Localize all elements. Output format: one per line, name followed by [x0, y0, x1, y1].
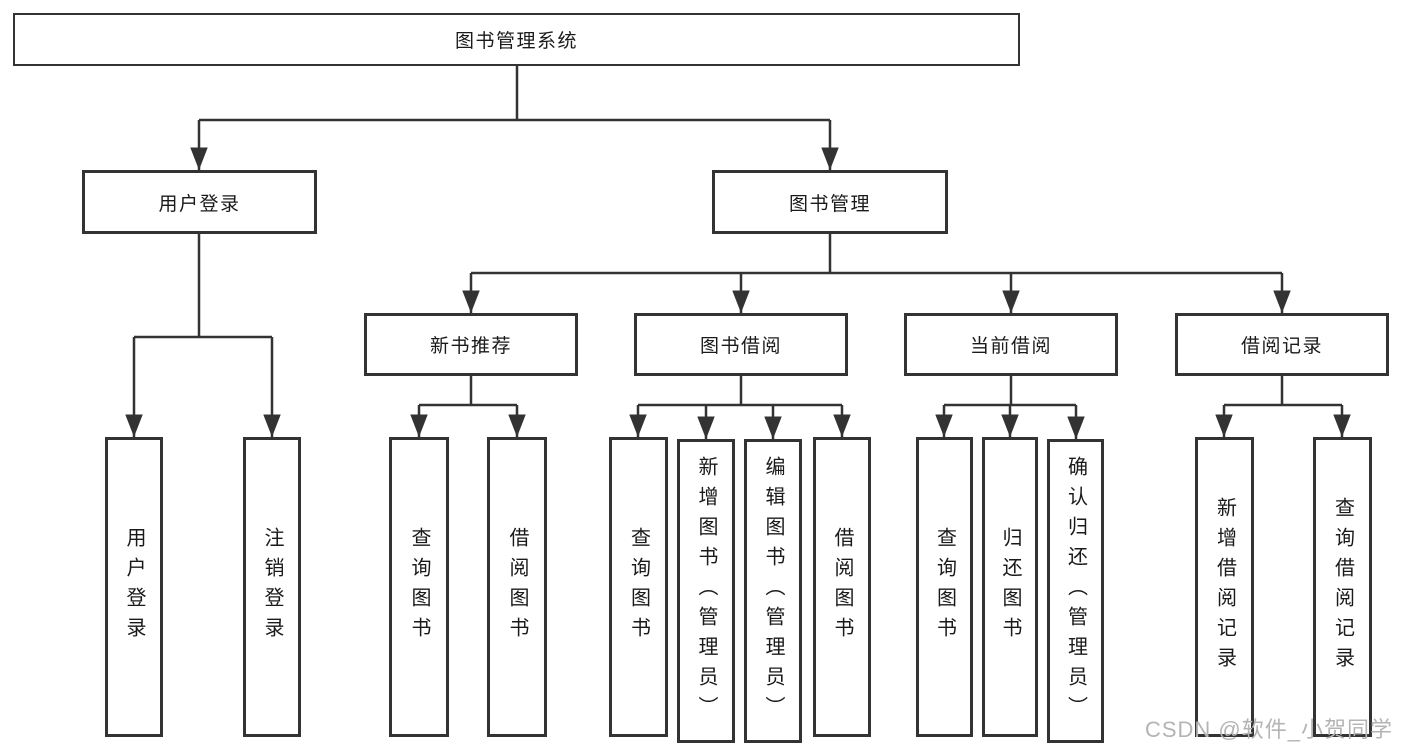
- leaf-user-login-label: 用户登录: [123, 527, 145, 647]
- leaf-bb-edit-book-admin-label: 编辑图书（管理员）: [762, 456, 784, 726]
- leaf-br-query-record-label: 查询借阅记录: [1331, 497, 1354, 677]
- edge-root-split: [199, 66, 830, 122]
- leaf-bb-query-books-label: 查询图书: [627, 527, 650, 647]
- leaf-cb-query-books: 查询图书: [916, 437, 973, 737]
- leaf-br-add-record: 新增借阅记录: [1195, 437, 1254, 737]
- leaf-bb-edit-book-admin: 编辑图书（管理员）: [744, 439, 802, 743]
- leaf-nb-borrow-books-label: 借阅图书: [506, 527, 528, 647]
- leaf-bb-borrow-books: 借阅图书: [813, 437, 871, 737]
- node-new-book-recommend-label: 新书推荐: [429, 336, 512, 357]
- leaf-user-login: 用户登录: [105, 437, 163, 737]
- edge-book-management-split: [471, 234, 1282, 275]
- leaf-bb-add-book-admin-label: 新增图书（管理员）: [695, 456, 717, 726]
- node-root-label: 图书管理系统: [454, 31, 578, 52]
- node-current-borrowing-label: 当前借阅: [969, 336, 1052, 357]
- leaf-nb-query-books: 查询图书: [389, 437, 449, 737]
- leaf-nb-query-books-label: 查询图书: [408, 527, 430, 647]
- edge-borrow-records-split: [1224, 376, 1342, 407]
- leaf-logout: 注销登录: [243, 437, 301, 737]
- node-book-management-label: 图书管理: [788, 193, 871, 215]
- leaf-logout-label: 注销登录: [261, 527, 283, 647]
- edge-user-login-split: [134, 234, 272, 339]
- node-book-management: 图书管理: [712, 170, 948, 234]
- edge-current-borrow-split: [944, 376, 1076, 407]
- node-user-login: 用户登录: [82, 170, 317, 234]
- node-book-borrowing: 图书借阅: [634, 313, 848, 376]
- leaf-bb-add-book-admin: 新增图书（管理员）: [677, 439, 735, 743]
- leaf-bb-borrow-books-label: 借阅图书: [831, 527, 853, 647]
- leaf-bb-query-books: 查询图书: [609, 437, 668, 737]
- leaf-nb-borrow-books: 借阅图书: [487, 437, 547, 737]
- edge-new-book-split: [419, 376, 517, 407]
- edge-book-borrow-split: [638, 376, 842, 407]
- node-borrowing-records: 借阅记录: [1175, 313, 1389, 376]
- leaf-br-query-record: 查询借阅记录: [1313, 437, 1372, 737]
- leaf-cb-query-books-label: 查询图书: [933, 527, 956, 647]
- node-user-login-label: 用户登录: [158, 193, 241, 215]
- node-current-borrowing: 当前借阅: [904, 313, 1118, 376]
- leaf-br-add-record-label: 新增借阅记录: [1213, 497, 1236, 677]
- leaf-cb-return-books-label: 归还图书: [999, 527, 1021, 647]
- node-root: 图书管理系统: [13, 13, 1020, 66]
- node-borrowing-records-label: 借阅记录: [1240, 336, 1323, 357]
- node-new-book-recommend: 新书推荐: [364, 313, 578, 376]
- leaf-cb-return-books: 归还图书: [982, 437, 1038, 737]
- node-book-borrowing-label: 图书借阅: [699, 336, 782, 357]
- leaf-cb-confirm-return-admin: 确认归还（管理员）: [1047, 439, 1104, 743]
- leaf-cb-confirm-return-admin-label: 确认归还（管理员）: [1064, 456, 1087, 726]
